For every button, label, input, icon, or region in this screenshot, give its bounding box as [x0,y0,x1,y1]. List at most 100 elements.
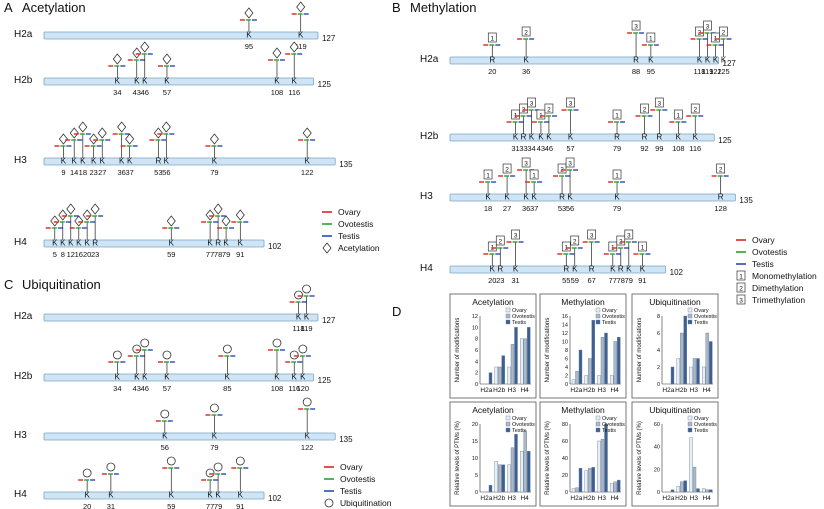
panel-c-title: Ubiquitination [22,277,101,292]
methylation-mark [736,270,746,281]
ubiquitination-mark [205,468,215,478]
site-K37: K37 [120,133,138,177]
chart-legend-swatch [595,313,601,319]
histone-length-label: 125 [718,136,732,145]
methylation-degree-label: 3 [658,101,662,108]
residue-letter: K [223,239,229,248]
bar-ovotestis-h2b [588,358,592,385]
residue-letter: K [91,157,97,166]
residue-position: 8 [61,250,65,259]
methylation-mark [716,163,725,174]
chart-legend-swatch [687,313,693,319]
acetylation-mark [140,41,150,53]
bar-ovary-h3 [597,440,601,493]
residue-position: 9 [61,168,65,177]
residue-position: 20 [83,250,91,259]
methylation-degree-label: 2 [505,167,509,174]
ubiquitination-mark [160,409,170,419]
acetylation-mark [125,133,135,145]
bar-ovotestis-h3 [600,439,605,493]
acetylation-mark [58,133,68,145]
site-K79: K79 [205,403,223,452]
panelb-track-h4: H41021K202R233K311R552K593R671K772R783K7… [420,229,684,285]
site-K9: K9 [54,133,72,177]
bar-testis-h2a [578,468,583,493]
site-K34: K34 [108,350,126,393]
site-K43: K43 [127,344,145,393]
residue-letter: R [215,239,221,248]
bar-ovotestis-h4 [705,332,709,385]
bar-ovary-h4 [610,375,614,385]
y-tick-label: 8 [657,314,660,320]
methylation-mark [703,20,712,31]
bar-testis-h3 [514,327,518,385]
site-K79: K79 [205,133,223,177]
residue-letter: K [162,432,168,441]
residue-letter: K [80,157,86,166]
site-K77: K77 [201,468,219,509]
histone-name: H2b [420,131,439,142]
bar-ovary-h4 [610,483,614,493]
acetylation-mark [82,209,92,221]
residue-letter: K [246,31,252,40]
chart-legend-label: Ovary [512,308,527,314]
histone-bar [43,77,315,86]
residue-letter: K [238,491,244,500]
residue-letter: K [164,373,170,382]
histone-name: H2a [14,29,33,40]
methylation-mark [624,229,634,240]
acetylation-mark [90,203,100,215]
site-K79: K79 [217,215,235,259]
methylation-mark [570,235,580,246]
methylation-degree-label: 1 [677,113,681,120]
residue-letter: K [304,432,310,441]
methylation-mark [502,163,512,174]
histone-name: H4 [420,263,433,274]
acetylation-mark [97,127,107,139]
methylation-mark [587,229,597,240]
bar-ovary-h2b [584,375,588,385]
methylation-mark [654,97,664,108]
bar-ovary-h4 [702,366,706,385]
residue-position: 5 [53,250,57,259]
residue-letter: R [559,193,565,202]
chart-legend-label: Testis [694,428,708,434]
chart-legend-swatch [595,307,601,313]
residue-letter: K [274,77,280,86]
residue-letter: K [697,56,703,65]
site-K79: K79 [209,462,227,509]
residue-letter: K [705,56,711,65]
histone-bar [449,133,715,142]
residue-position: 108 [271,384,284,393]
y-tick-label: 6 [565,357,568,363]
residue-letter: R [589,265,595,274]
x-tick-label: H4 [702,495,711,502]
acetylation-mark [289,41,299,53]
residue-letter: K [721,56,727,65]
site-K14: K14 [65,127,83,177]
methylation-degree-label: 3 [634,24,638,31]
bar-ovary-h2a [571,379,576,385]
y-tick-label: 4 [475,359,478,365]
residue-letter: K [296,313,302,322]
site-K8: K8 [53,209,71,259]
ubiquitination-mark [289,350,299,360]
ubiquitination-mark [112,350,122,360]
histone-bar [43,313,319,322]
histone-length-label: 102 [268,242,282,251]
bar-ovotestis-h3 [692,466,697,493]
ubiquitination-mark [302,284,311,294]
residue-letter: R [618,265,624,274]
residue-letter: K [212,157,218,166]
bar-testis-h2a [670,489,675,493]
residue-position: 18 [484,204,492,213]
histone-bar [43,157,336,166]
residue-letter: K [610,265,616,274]
site-K20: K20 [78,468,96,509]
